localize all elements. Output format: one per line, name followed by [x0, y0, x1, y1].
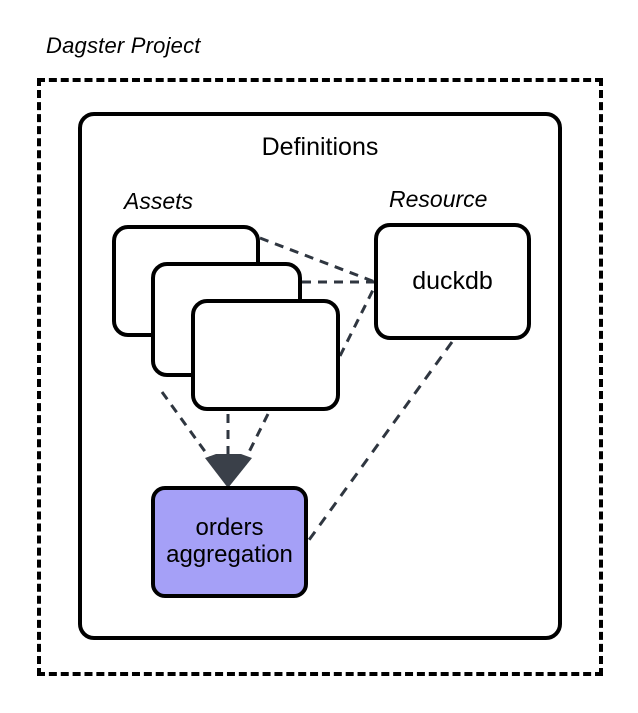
assets-group-label: Assets	[124, 188, 194, 214]
resource-node-duckdb[interactable]: duckdb	[374, 223, 531, 340]
definitions-container	[78, 112, 562, 640]
asset-node-label-line-2: aggregation	[166, 541, 293, 568]
definitions-label: Definitions	[261, 133, 379, 161]
dagster-project-container	[37, 78, 603, 676]
asset-node-label-line-1: orders	[195, 514, 264, 542]
resource-node-label: duckdb	[412, 267, 493, 295]
asset-card[interactable]	[191, 299, 340, 411]
asset-node-orders-aggregation[interactable]: orders aggregation	[151, 486, 308, 598]
resource-group-label: Resource	[389, 186, 488, 212]
project-title: Dagster Project	[46, 33, 201, 58]
